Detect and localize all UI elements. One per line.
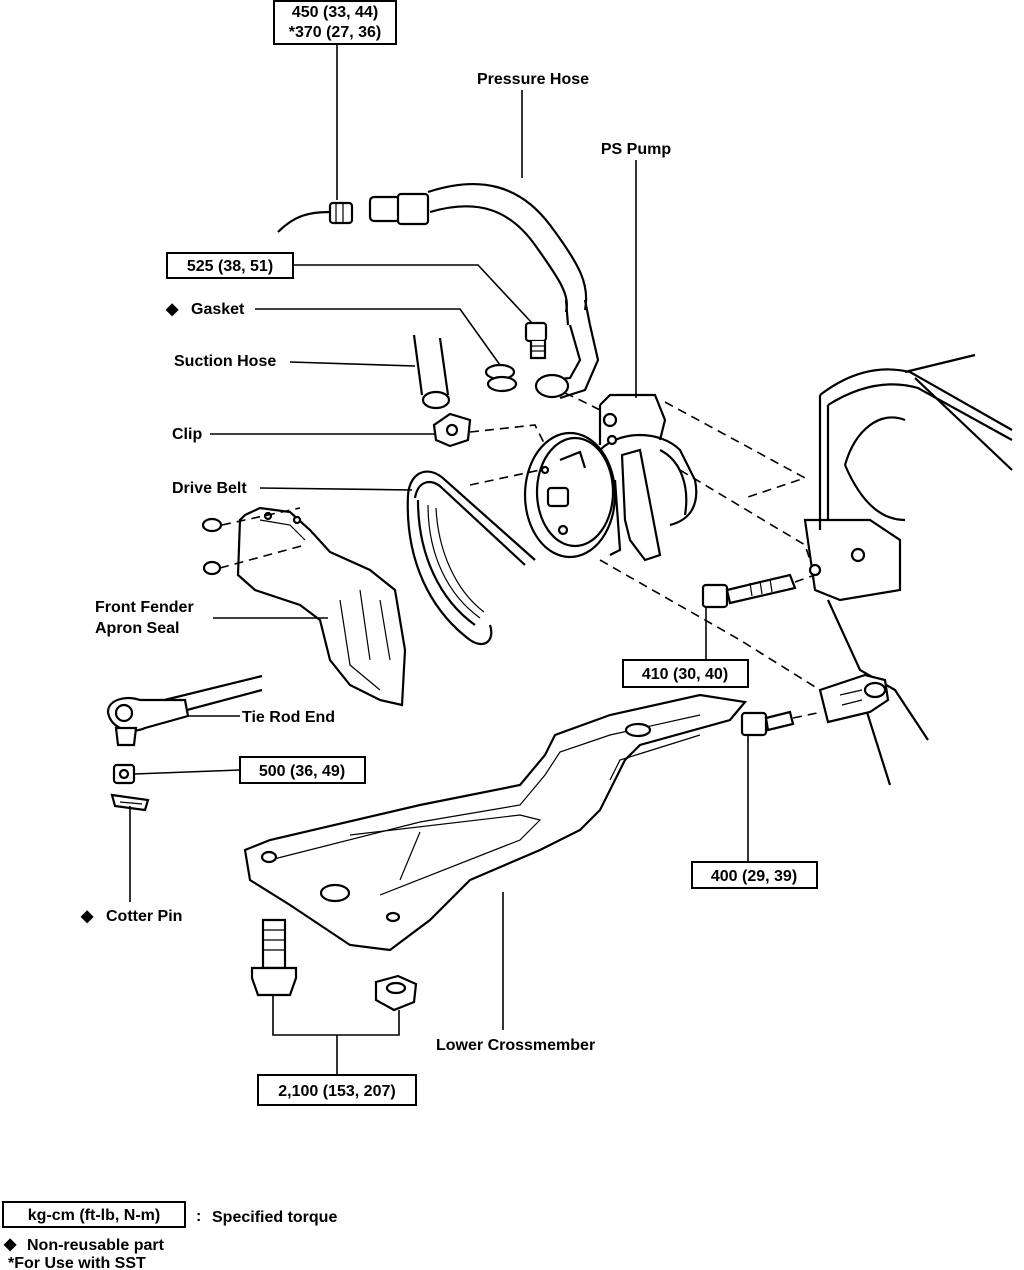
assembly-lines	[219, 392, 823, 719]
pump-bracket	[818, 673, 890, 724]
torque-box-union-bolt: 525 (38, 51)	[166, 252, 294, 279]
torque-box-tie-rod-nut: 500 (36, 49)	[239, 756, 366, 784]
vehicle-body-panel	[803, 353, 1013, 786]
drive-belt	[406, 470, 536, 646]
torque-hose-fitting-line2: *370 (27, 36)	[289, 24, 382, 41]
label-lower-crossmember: Lower Crossmember	[436, 1037, 595, 1054]
legend-nonreusable: Non-reusable part	[27, 1237, 165, 1254]
lower-crossmember	[243, 693, 748, 952]
legend-unit-box: kg-cm (ft-lb, N-m)	[28, 1207, 160, 1224]
torque-box-hose-fitting: 450 (33, 44) *370 (27, 36)	[273, 0, 397, 45]
label-front-fender-line1: Front Fender	[95, 599, 194, 616]
label-drive-belt: Drive Belt	[172, 480, 247, 497]
nonreusable-diamond-icon: ◆	[80, 908, 94, 925]
crossmember-bolt	[250, 918, 298, 997]
label-pressure-hose: Pressure Hose	[477, 71, 589, 88]
clip-part	[432, 412, 472, 448]
tie-rod-nut	[112, 763, 136, 785]
crossmember-nut	[374, 974, 418, 1012]
label-cotter-pin: Cotter Pin	[106, 908, 182, 925]
gasket-part	[484, 363, 518, 393]
fender-apron-seal	[201, 506, 407, 707]
pressure-hose	[277, 182, 600, 400]
leader-lines	[129, 44, 749, 1075]
torque-hose-fitting-line1: 450 (33, 44)	[292, 4, 378, 21]
nonreusable-diamond-icon: ◆	[3, 1236, 17, 1253]
union-bolt	[524, 321, 548, 360]
label-front-fender-line2: Apron Seal	[95, 620, 179, 637]
torque-box-bracket-bolt: 400 (29, 39)	[691, 861, 818, 889]
nonreusable-diamond-icon: ◆	[165, 301, 179, 318]
tie-rod-end	[106, 674, 263, 747]
label-gasket: Gasket	[191, 301, 245, 318]
label-clip: Clip	[172, 426, 202, 443]
ps-pump	[523, 393, 698, 562]
pump-bolt	[701, 573, 797, 609]
torque-pump-bolt: 410 (30, 40)	[642, 666, 728, 683]
label-tie-rod-end: Tie Rod End	[242, 709, 335, 726]
torque-bracket-bolt: 400 (29, 39)	[711, 868, 797, 885]
bracket-bolt	[740, 710, 795, 737]
legend-specified-torque: Specified torque	[212, 1209, 337, 1226]
torque-union-bolt: 525 (38, 51)	[187, 258, 273, 275]
label-suction-hose: Suction Hose	[174, 353, 276, 370]
cotter-pin-part	[110, 793, 150, 812]
torque-box-pump-bolt: 410 (30, 40)	[622, 659, 749, 688]
legend-colon: :	[196, 1208, 201, 1225]
torque-crossmember: 2,100 (153, 207)	[278, 1083, 395, 1100]
suction-hose	[412, 334, 451, 410]
legend-sst: *For Use with SST	[8, 1255, 146, 1270]
torque-tie-rod-nut: 500 (36, 49)	[259, 763, 345, 780]
label-ps-pump: PS Pump	[601, 141, 671, 158]
legend: kg-cm (ft-lb, N-m) : Specified torque ◆ …	[2, 1201, 337, 1270]
torque-box-crossmember: 2,100 (153, 207)	[257, 1074, 417, 1106]
